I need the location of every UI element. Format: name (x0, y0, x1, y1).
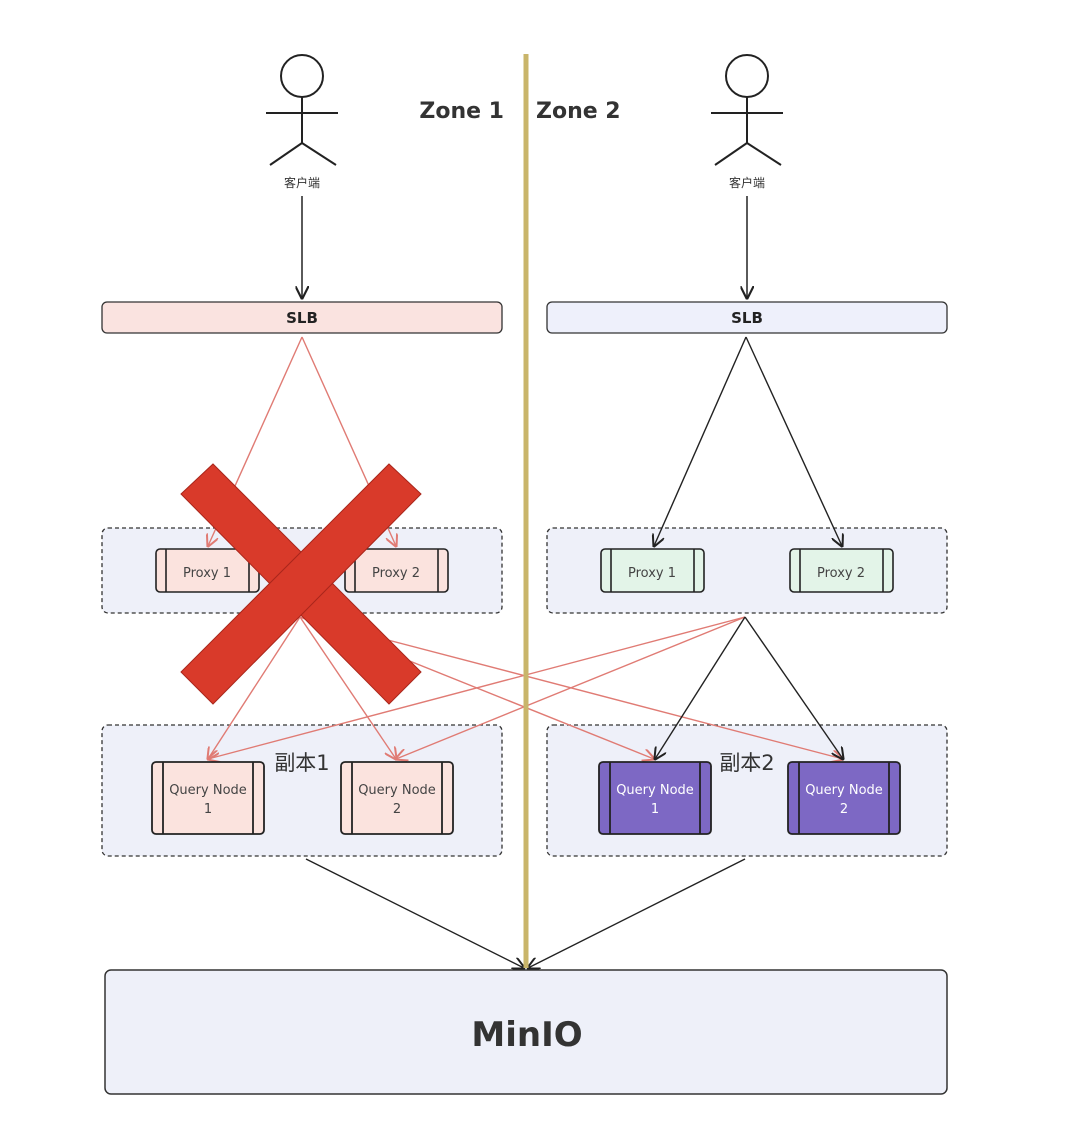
zone2-proxy-to-qn1-arrow (655, 616, 746, 759)
zone2-client-label: 客户端 (729, 175, 765, 190)
failure-cross-icon (180, 463, 422, 705)
minio-storage-box (104, 969, 948, 1095)
minio-label: MinIO (471, 1015, 582, 1055)
zone1-slb-box (101, 301, 503, 334)
zone1-proxy1-label: Proxy 1 (183, 566, 231, 581)
zone2-qn1-label: Query Node (616, 783, 694, 798)
replica2-label: 副本2 (719, 751, 774, 775)
zone2-proxy1-label: Proxy 1 (628, 566, 676, 581)
zone2-slb-to-proxy2-arrow (745, 336, 842, 546)
zone2-slb-box (546, 301, 948, 334)
zone1-slb-label: SLB (286, 309, 318, 327)
zone1-qn1-label: Query Node (169, 783, 247, 798)
zone2-proxy-to-zone1-qn1-arrow (208, 616, 746, 759)
zone2-query-node1: Query Node 1 (598, 761, 712, 835)
zone2-proxy1-node: Proxy 1 (600, 548, 705, 593)
zone1-qn2-label: Query Node (358, 783, 436, 798)
zone2-slb-label: SLB (731, 309, 763, 327)
zone1-qn2-number: 2 (393, 802, 401, 817)
zone2-client-icon (711, 54, 783, 166)
replica1-label: 副本1 (274, 751, 329, 775)
zone2-qn1-number: 1 (651, 802, 659, 817)
zone2-qn2-label: Query Node (805, 783, 883, 798)
zone2-query-node2: Query Node 2 (787, 761, 901, 835)
zone2-proxy2-label: Proxy 2 (817, 566, 865, 581)
zone1-client-icon (266, 54, 338, 166)
zone2-qn2-number: 2 (840, 802, 848, 817)
zone1-proxy-to-qn1-arrow (208, 616, 301, 759)
zone1-proxy2-node: Proxy 2 (344, 548, 449, 593)
zone1-client-label: 客户端 (284, 175, 320, 190)
zone1-proxy-to-qn2-arrow (299, 616, 396, 759)
replica1-to-minio-arrow (305, 858, 524, 968)
zone1-proxy2-label: Proxy 2 (372, 566, 420, 581)
zone2-proxy-to-qn2-arrow (744, 616, 843, 759)
zone2-label: Zone 2 (536, 99, 621, 124)
zone1-query-node2: Query Node 2 (340, 761, 454, 835)
zone2-proxy-to-zone1-qn2-arrow (396, 616, 746, 759)
zone1-query-node1: Query Node 1 (151, 761, 265, 835)
zone2-slb-to-proxy1-arrow (654, 336, 747, 546)
replica2-to-minio-arrow (528, 858, 746, 968)
zone1-proxy1-node: Proxy 1 (155, 548, 260, 593)
zone1-qn1-number: 1 (204, 802, 212, 817)
zone1-label: Zone 1 (419, 99, 504, 124)
zone2-proxy2-node: Proxy 2 (789, 548, 894, 593)
